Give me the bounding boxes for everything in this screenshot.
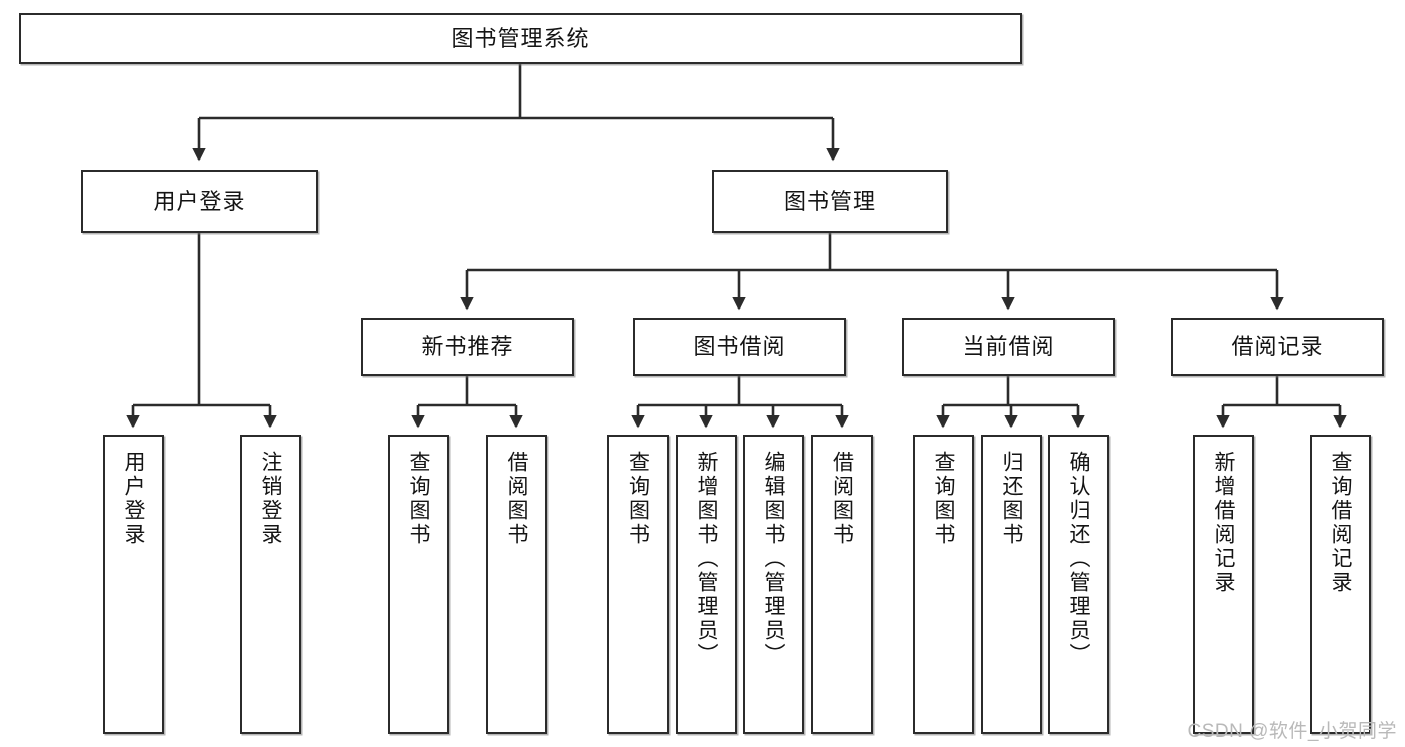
node-leaf-borrow-book-1[interactable]: 借阅图书 <box>486 435 547 734</box>
node-book-manage[interactable]: 图书管理 <box>712 170 948 233</box>
node-leaf-borrow-book-1-label: 借阅图书 <box>505 451 528 547</box>
node-leaf-borrow-book-2[interactable]: 借阅图书 <box>811 435 873 734</box>
node-root[interactable]: 图书管理系统 <box>19 13 1022 64</box>
node-book-borrow-label: 图书借阅 <box>693 334 786 360</box>
node-leaf-query-book-2[interactable]: 查询图书 <box>607 435 669 734</box>
node-leaf-edit-book-label: 编辑图书（管理员） <box>762 451 785 667</box>
node-current-borrow-label: 当前借阅 <box>962 334 1055 360</box>
node-borrow-record[interactable]: 借阅记录 <box>1171 318 1384 376</box>
node-leaf-query-book-3-label: 查询图书 <box>932 451 955 547</box>
node-borrow-record-label: 借阅记录 <box>1231 334 1324 360</box>
node-leaf-query-book-1-label: 查询图书 <box>407 451 430 547</box>
node-leaf-add-record[interactable]: 新增借阅记录 <box>1193 435 1254 734</box>
node-leaf-query-book-1[interactable]: 查询图书 <box>388 435 449 734</box>
node-leaf-query-book-3[interactable]: 查询图书 <box>913 435 974 734</box>
csdn-watermark: CSDN @软件_小贺同学 <box>1187 721 1397 742</box>
node-new-book-recommend-label: 新书推荐 <box>421 334 514 360</box>
node-user-login[interactable]: 用户登录 <box>81 170 318 233</box>
node-leaf-return-book-label: 归还图书 <box>1000 451 1023 547</box>
node-leaf-confirm-return-label: 确认归还（管理员） <box>1067 451 1090 667</box>
node-leaf-add-book[interactable]: 新增图书（管理员） <box>676 435 737 734</box>
node-book-borrow[interactable]: 图书借阅 <box>633 318 846 376</box>
node-leaf-user-login[interactable]: 用户登录 <box>103 435 164 734</box>
node-leaf-user-logout[interactable]: 注销登录 <box>240 435 301 734</box>
node-leaf-query-book-2-label: 查询图书 <box>626 451 650 547</box>
node-current-borrow[interactable]: 当前借阅 <box>902 318 1115 376</box>
node-leaf-return-book[interactable]: 归还图书 <box>981 435 1042 734</box>
node-leaf-user-login-label: 用户登录 <box>122 451 145 547</box>
node-leaf-borrow-book-2-label: 借阅图书 <box>830 451 854 547</box>
node-book-manage-label: 图书管理 <box>783 188 876 214</box>
node-leaf-user-logout-label: 注销登录 <box>259 451 282 547</box>
node-leaf-edit-book[interactable]: 编辑图书（管理员） <box>743 435 804 734</box>
node-leaf-add-record-label: 新增借阅记录 <box>1212 451 1235 595</box>
node-user-login-label: 用户登录 <box>153 188 246 214</box>
node-leaf-query-record[interactable]: 查询借阅记录 <box>1310 435 1371 734</box>
node-root-label: 图书管理系统 <box>451 25 590 51</box>
node-leaf-add-book-label: 新增图书（管理员） <box>695 451 718 667</box>
node-leaf-confirm-return[interactable]: 确认归还（管理员） <box>1048 435 1109 734</box>
node-new-book-recommend[interactable]: 新书推荐 <box>361 318 574 376</box>
node-leaf-query-record-label: 查询借阅记录 <box>1329 451 1352 595</box>
